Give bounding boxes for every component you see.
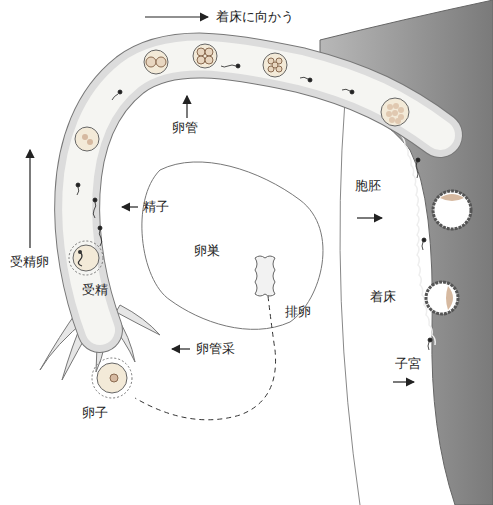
- implanting-embryo: [426, 282, 458, 314]
- stage-label: 排卵: [285, 304, 311, 320]
- zygote: [75, 127, 99, 151]
- ovary: [142, 162, 323, 329]
- morula: [381, 98, 409, 126]
- stage-label: 受精卵: [10, 254, 49, 270]
- stage-label: 着床: [370, 289, 396, 305]
- egg-cell: [92, 358, 132, 398]
- stage-label: 受精: [82, 282, 108, 298]
- fertilization-egg: [69, 241, 103, 275]
- part-label: 子宮: [395, 356, 421, 372]
- eight-cell-embryo: [263, 53, 287, 77]
- sperm-cells: [76, 64, 432, 350]
- stage-label: 胞胚: [355, 178, 381, 194]
- ligament-line: [340, 100, 360, 505]
- tube-lumen: [77, 56, 440, 330]
- tube-wall: [77, 56, 440, 330]
- label-arrows: [30, 17, 414, 382]
- ruptured-follicle: [255, 256, 275, 296]
- blastocyst: [433, 191, 471, 229]
- direction-label: 着床に向かう: [216, 9, 294, 25]
- part-label: 卵子: [82, 405, 108, 421]
- part-label: 精子: [143, 199, 169, 215]
- part-label: 卵管: [172, 120, 198, 136]
- four-cell-embryo: [193, 44, 217, 68]
- part-label: 卵巣: [194, 243, 220, 259]
- part-label: 卵管采: [196, 341, 235, 357]
- two-cell-embryo: [144, 50, 168, 74]
- ovulation-path: [135, 296, 276, 420]
- tube-outline: [77, 56, 440, 330]
